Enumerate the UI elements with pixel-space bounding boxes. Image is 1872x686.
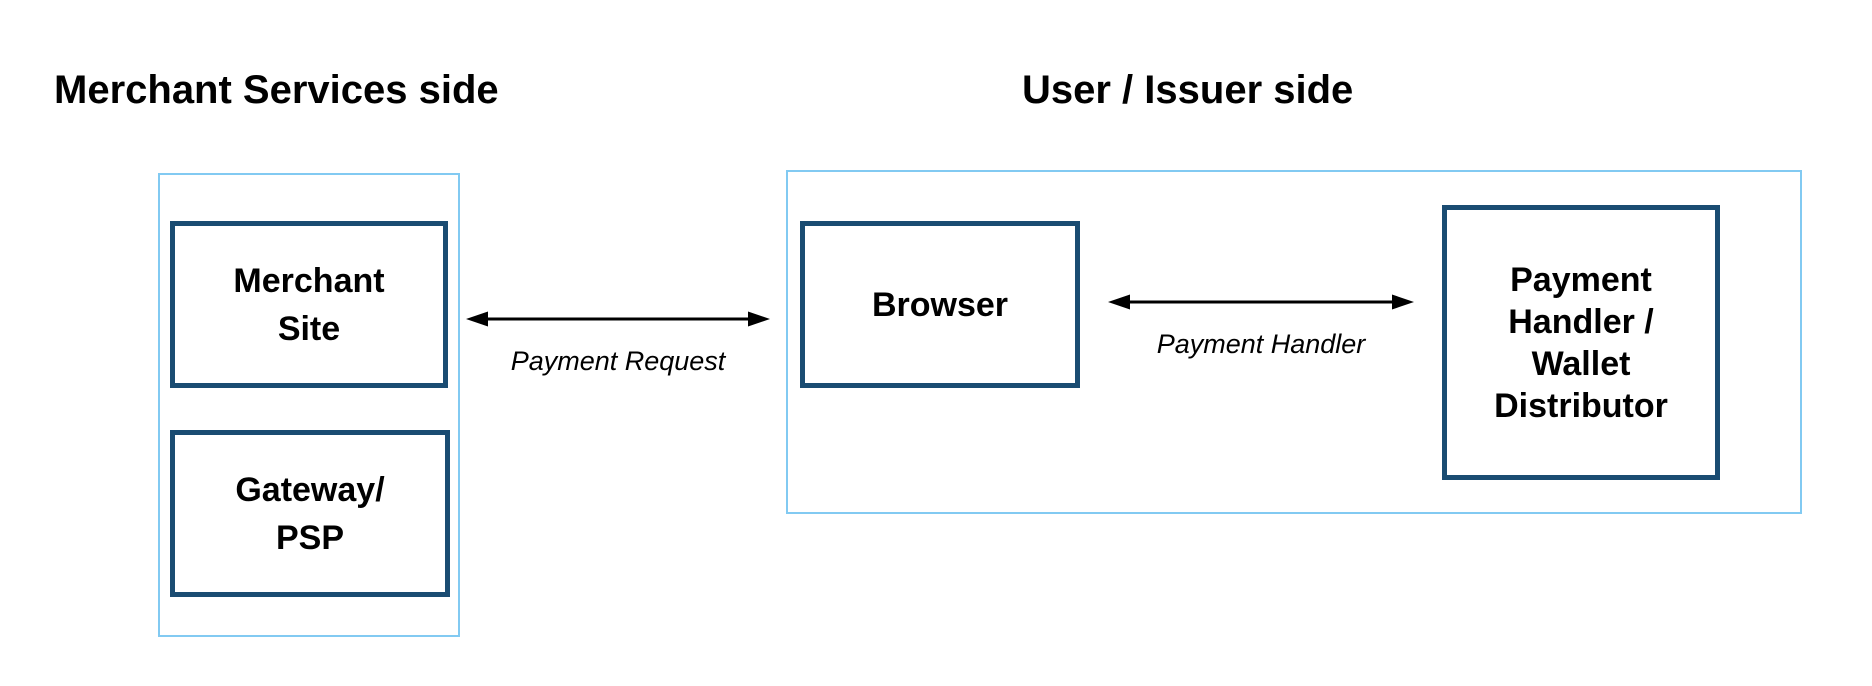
payment-handler-arrow-label: Payment Handler: [1156, 329, 1366, 359]
double-headed-arrow-icon: [466, 311, 770, 327]
merchant-services-side-title: Merchant Services side: [54, 68, 499, 112]
double-headed-arrow-icon: [1108, 294, 1414, 310]
browser-node: Browser: [800, 221, 1080, 388]
merchant-site-label: Merchant Site: [233, 261, 385, 348]
payment-request-arrow: [466, 310, 770, 328]
payment-handler-arrow: [1108, 293, 1414, 311]
gateway-psp-label: Gateway/ PSP: [235, 470, 385, 557]
gateway-psp-node: Gateway/ PSP: [170, 430, 450, 597]
browser-label: Browser: [871, 285, 1009, 324]
payment-handler-wallet-label: Payment Handler / Wallet Distributor: [1494, 260, 1668, 425]
payment-request-arrow-label: Payment Request: [510, 346, 726, 376]
merchant-site-node: Merchant Site: [170, 221, 448, 388]
payment-handler-wallet-node: Payment Handler / Wallet Distributor: [1442, 205, 1720, 480]
user-issuer-side-title: User / Issuer side: [1022, 68, 1354, 112]
